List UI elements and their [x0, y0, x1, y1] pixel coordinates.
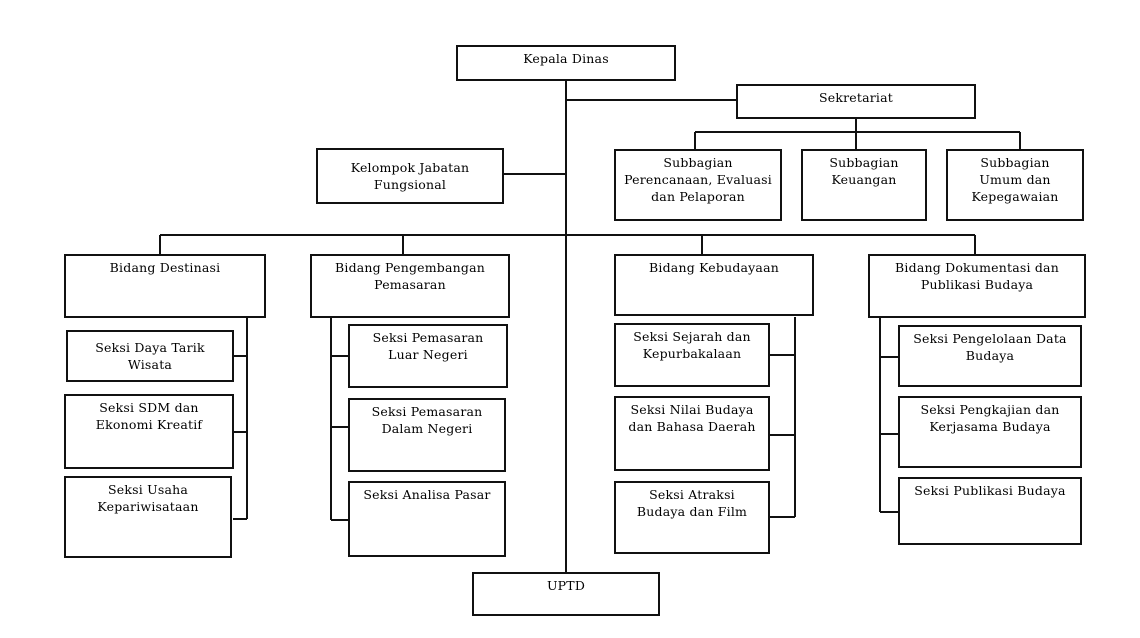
box-bidang-kebudayaan: Bidang Kebudayaan	[614, 254, 814, 316]
box-subbagian-keuangan: Subbagian Keuangan	[801, 149, 927, 221]
box-subbagian-perencanaan: Subbagian Perencanaan, Evaluasi dan Pela…	[614, 149, 782, 221]
box-bidang-destinasi: Bidang Destinasi	[64, 254, 266, 318]
box-seksi-pengelolaan-data-budaya: Seksi Pengelolaan Data Budaya	[898, 325, 1082, 387]
box-uptd: UPTD	[472, 572, 660, 616]
box-seksi-atraksi-budaya-film: Seksi Atraksi Budaya dan Film	[614, 481, 770, 554]
box-seksi-pemasaran-dalam-negeri: Seksi Pemasaran Dalam Negeri	[348, 398, 506, 472]
box-seksi-sejarah-kepurbakalaan: Seksi Sejarah dan Kepurbakalaan	[614, 323, 770, 387]
box-seksi-daya-tarik-wisata: Seksi Daya Tarik Wisata	[66, 330, 234, 382]
box-seksi-publikasi-budaya: Seksi Publikasi Budaya	[898, 477, 1082, 545]
box-bidang-dokumentasi-publikasi: Bidang Dokumentasi dan Publikasi Budaya	[868, 254, 1086, 318]
box-kepala-dinas: Kepala Dinas	[456, 45, 676, 81]
box-sekretariat: Sekretariat	[736, 84, 976, 119]
box-kelompok-jabatan-fungsional: Kelompok Jabatan Fungsional	[316, 148, 504, 204]
box-seksi-sdm-ekonomi-kreatif: Seksi SDM dan Ekonomi Kreatif	[64, 394, 234, 469]
box-seksi-pengkajian-kerjasama: Seksi Pengkajian dan Kerjasama Budaya	[898, 396, 1082, 468]
box-seksi-nilai-budaya: Seksi Nilai Budaya dan Bahasa Daerah	[614, 396, 770, 471]
box-seksi-pemasaran-luar-negeri: Seksi Pemasaran Luar Negeri	[348, 324, 508, 388]
box-bidang-pengembangan-pemasaran: Bidang Pengembangan Pemasaran	[310, 254, 510, 318]
box-seksi-analisa-pasar: Seksi Analisa Pasar	[348, 481, 506, 557]
box-seksi-usaha-kepariwisataan: Seksi Usaha Kepariwisataan	[64, 476, 232, 558]
box-subbagian-umum: Subbagian Umum dan Kepegawaian	[946, 149, 1084, 221]
